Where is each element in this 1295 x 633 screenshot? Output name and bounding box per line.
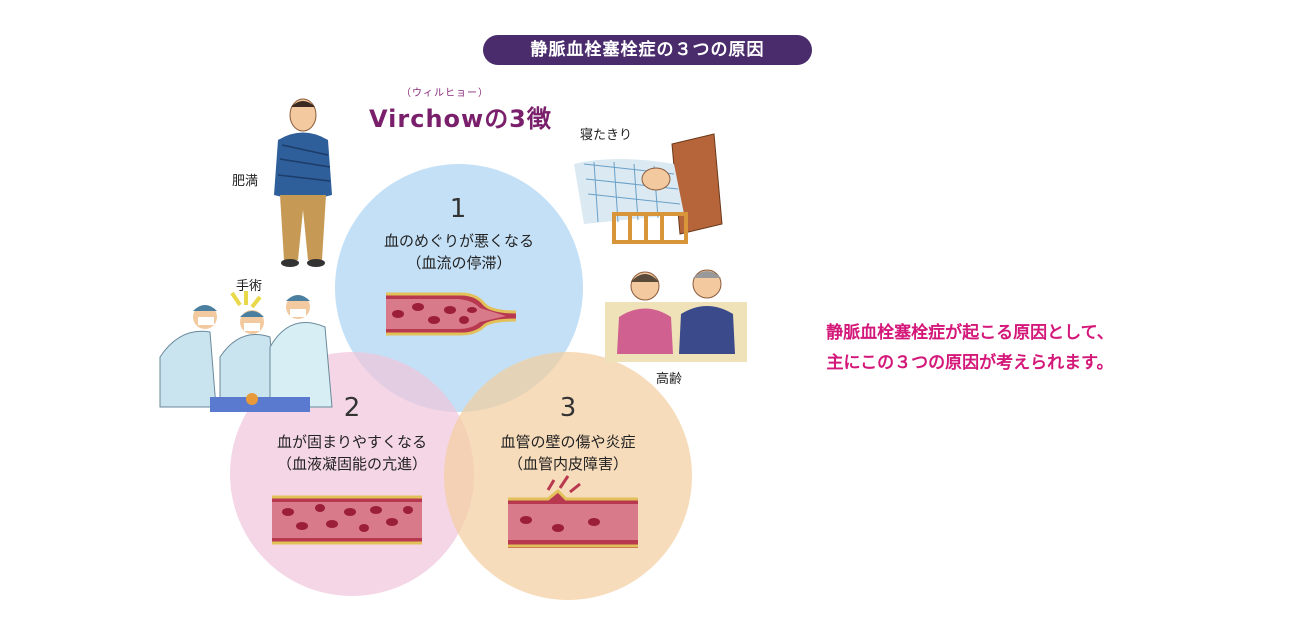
vessel-stasis-illustration bbox=[386, 292, 517, 336]
factor-2-line2: （血液凝固能の亢進） bbox=[276, 455, 427, 473]
elderly-label: 高齢 bbox=[656, 372, 683, 387]
elderly-illustration bbox=[605, 269, 747, 362]
obesity-label: 肥満 bbox=[232, 174, 259, 189]
vessel-injury-illustration bbox=[508, 475, 638, 548]
virchow-ruby: （ウィルヒョー） bbox=[401, 88, 489, 99]
virchow-heading: （ウィルヒョー） Virchowの3徴 bbox=[369, 84, 552, 134]
factor-1-line1: 血のめぐりが悪くなる bbox=[383, 232, 534, 250]
factor-number-2: 2 bbox=[343, 393, 361, 423]
surgery-label: 手術 bbox=[236, 279, 263, 294]
factor-3-line2: （血管内皮障害） bbox=[507, 455, 628, 473]
bedridden-illustration bbox=[574, 133, 723, 244]
factor-number-1: 1 bbox=[449, 194, 467, 224]
obesity-illustration bbox=[274, 98, 332, 267]
factor-text-2: 血が固まりやすくなる （血液凝固能の亢進） bbox=[236, 431, 468, 475]
factor-3-line1: 血管の壁の傷や炎症 bbox=[500, 433, 636, 451]
summary-line2: 主にこの３つの原因が考えられます。 bbox=[826, 353, 1114, 373]
summary-text: 静脈血栓塞栓症が起こる原因として、 主にこの３つの原因が考えられます。 bbox=[770, 318, 1170, 378]
factor-2-line1: 血が固まりやすくなる bbox=[276, 433, 427, 451]
vessel-coagulation-illustration bbox=[272, 495, 422, 545]
factor-text-3: 血管の壁の傷や炎症 （血管内皮障害） bbox=[454, 431, 682, 475]
factor-1-line2: （血流の停滞） bbox=[406, 254, 512, 272]
factor-number-3: 3 bbox=[559, 393, 577, 423]
summary-line1: 静脈血栓塞栓症が起こる原因として、 bbox=[826, 323, 1114, 343]
bedridden-label: 寝たきり bbox=[580, 128, 633, 143]
surgery-illustration bbox=[159, 291, 333, 412]
diagram-title: 静脈血栓塞栓症の３つの原因 bbox=[483, 35, 812, 65]
virchow-title: Virchowの3徴 bbox=[369, 105, 552, 133]
factor-text-1: 血のめぐりが悪くなる （血流の停滞） bbox=[345, 230, 573, 274]
